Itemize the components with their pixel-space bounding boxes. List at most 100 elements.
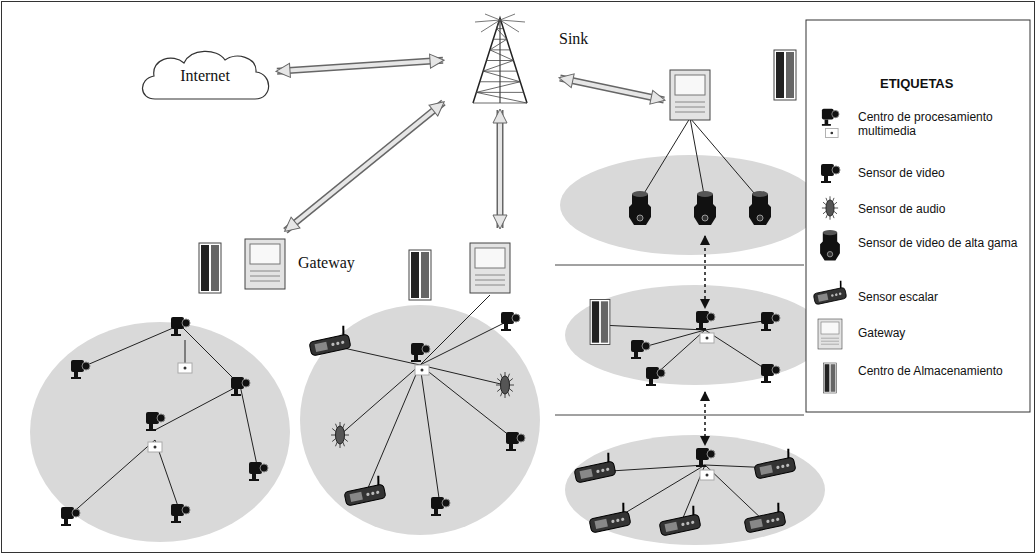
scalar-key: [781, 464, 785, 468]
link-wire: [80, 325, 180, 368]
arrow-outline: [277, 60, 443, 71]
gateway-keys: [675, 102, 705, 103]
gateway-node: Gateway: [192, 232, 292, 300]
video-sensor: [506, 432, 525, 451]
camera-lens: [422, 345, 430, 353]
cloud-shape: [142, 51, 268, 99]
storage-door: [831, 364, 836, 392]
processing-box: [178, 363, 192, 373]
camera-stand: [174, 516, 178, 521]
tier-separator: [555, 265, 804, 266]
audio-body: [501, 376, 510, 394]
video-sensor: [231, 377, 250, 396]
scalar-key: [776, 517, 780, 521]
dome-body: [629, 194, 651, 225]
tower-brace: [483, 71, 517, 72]
camera-base: [411, 360, 421, 362]
scalar-key: [686, 521, 690, 525]
scalar-sensor: [307, 325, 351, 356]
box-dot: [184, 367, 187, 370]
camera-stand: [634, 352, 638, 357]
video-sensor: [761, 364, 780, 383]
box-body: [178, 363, 192, 373]
gateway-keys: [475, 280, 505, 281]
double-arrow: [277, 60, 443, 71]
processing-box: [415, 365, 429, 375]
gateway-icon: [818, 319, 842, 349]
tower-brace: [493, 39, 507, 40]
link-wire: [705, 330, 770, 372]
dome-body: [694, 194, 716, 225]
processing-box: [148, 442, 162, 452]
storage-icon: [199, 243, 221, 293]
camera-stand: [174, 329, 178, 334]
camera-base: [506, 449, 516, 451]
tower-brace: [476, 92, 523, 93]
scalar-body: [742, 502, 786, 533]
scalar-screen: [818, 293, 829, 301]
storage-door: [776, 52, 784, 98]
link-wire: [420, 320, 510, 365]
camera-stand: [699, 460, 703, 465]
double-arrow: [285, 102, 443, 230]
legend-text: Sensor de video de alta gama: [858, 236, 1024, 250]
camera-stand: [764, 376, 768, 381]
legend-text: Sensor de video: [858, 166, 1024, 180]
video-sensor: [761, 312, 780, 331]
tower-antenna: [475, 20, 500, 22]
storage-case: [590, 300, 610, 345]
scalar-case: [744, 511, 786, 533]
arrow-outline: [560, 78, 664, 100]
box-body: [700, 333, 714, 343]
camera-base: [146, 429, 156, 431]
gateway-screen: [250, 244, 280, 264]
gateway-keys: [250, 276, 280, 277]
gateway-keys: [250, 271, 280, 272]
video-sensor: [431, 497, 450, 516]
scalar-key: [831, 294, 834, 297]
camera-base: [171, 334, 181, 336]
video-sensor: [696, 448, 715, 467]
storage-door: [211, 245, 219, 291]
scalar-key: [771, 518, 775, 522]
legend-title: ETIQUETAS: [880, 76, 953, 91]
gateway-screen: [821, 322, 839, 334]
node-label: Sink: [559, 30, 588, 47]
dome-top: [632, 191, 648, 197]
link-wire: [180, 325, 240, 385]
scalar-case: [589, 511, 631, 533]
storage-icon: [590, 300, 610, 345]
camera-base: [171, 521, 181, 523]
tower-brace: [487, 60, 514, 61]
link-wire: [340, 365, 420, 435]
arrow-outline: [285, 102, 443, 230]
node-label: Gateway: [298, 254, 355, 271]
scalar-key: [331, 342, 335, 346]
camera-lens: [707, 313, 715, 321]
legend-icons: [812, 109, 847, 393]
legend-text: Centro de Almacenamiento: [858, 364, 1024, 378]
dome-body: [820, 233, 840, 261]
scalar-body: [587, 502, 631, 533]
camera-base: [249, 479, 259, 481]
camera-lens: [442, 499, 450, 507]
processing-box: [700, 470, 714, 480]
box-dot: [706, 337, 709, 340]
storage-door: [786, 52, 794, 98]
video-sensor: [411, 343, 430, 362]
video-sensor: [61, 507, 80, 526]
camera-lens: [82, 362, 90, 370]
link-wire: [690, 118, 760, 200]
box-body: [700, 470, 714, 480]
storage-case: [199, 243, 221, 293]
scalar-key: [376, 490, 380, 494]
dome-top: [823, 230, 837, 235]
scalar-key: [596, 469, 600, 473]
cluster-region: [30, 322, 290, 542]
scalar-case: [574, 461, 616, 483]
gateway-case: [818, 319, 842, 349]
processing-box: [826, 129, 839, 138]
camera-base: [71, 377, 81, 379]
dome-lens: [827, 252, 832, 257]
tower-brace: [490, 49, 510, 50]
